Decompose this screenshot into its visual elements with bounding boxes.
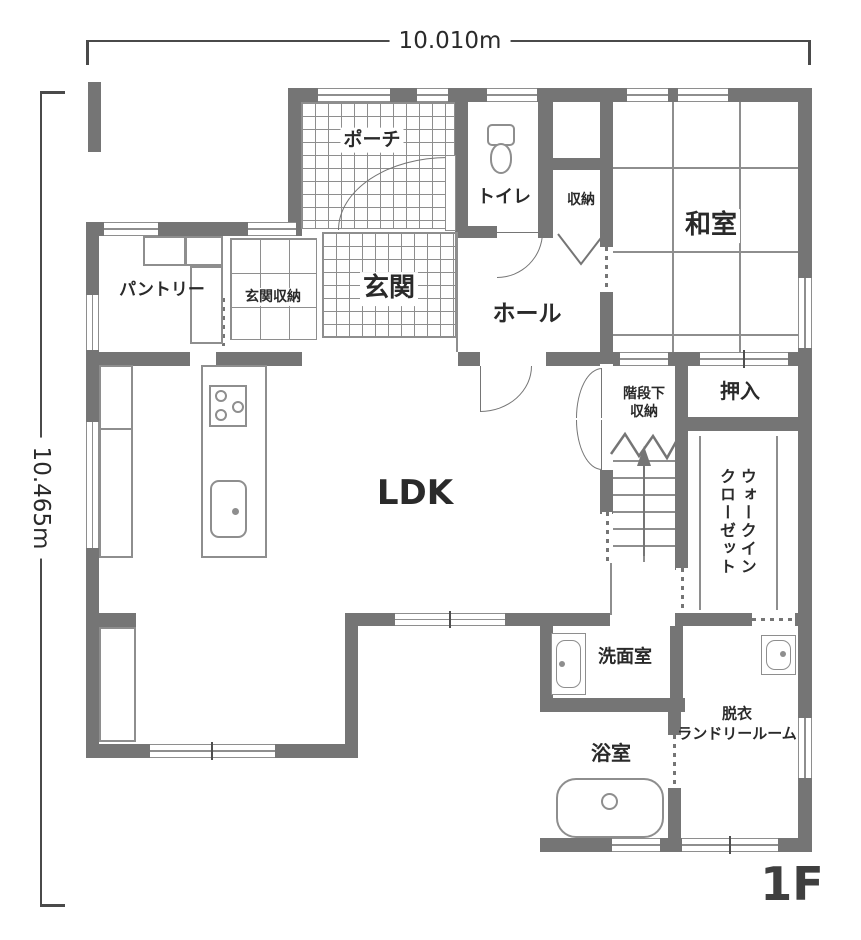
dimension-width-label: 10.010m xyxy=(389,28,511,54)
kitchen-sink-icon xyxy=(210,480,247,538)
wall-segment xyxy=(540,615,553,712)
room-label-hall: ホール xyxy=(492,301,562,328)
sliding-screen xyxy=(602,512,612,563)
window xyxy=(248,222,296,236)
room-label-washroom: 洗面室 xyxy=(598,646,652,668)
stove-burner xyxy=(215,390,227,402)
window xyxy=(318,88,390,102)
window xyxy=(86,422,99,548)
dimension-height-label: 10.465m xyxy=(28,437,54,559)
sliding-screen xyxy=(752,613,795,626)
sliding-screen xyxy=(219,298,228,346)
hanger-pipe-line xyxy=(776,436,778,610)
sliding-screen xyxy=(600,247,613,292)
room-label-storage: 収納 xyxy=(567,191,595,208)
partition-line xyxy=(456,232,458,352)
room-label-washitsu: 和室 xyxy=(681,209,741,243)
room-label-laundry: 脱衣 ランドリールーム xyxy=(677,704,797,743)
tatami-line xyxy=(613,251,798,253)
window xyxy=(86,295,99,350)
wall-segment xyxy=(540,698,685,712)
fold-door-icon xyxy=(557,233,605,266)
wall-segment xyxy=(86,613,136,627)
wall-segment xyxy=(600,102,613,364)
room-label-ldk: LDK xyxy=(376,472,454,513)
hanger-pipe-line xyxy=(699,436,701,610)
room-label-genkan-storage: 玄関収納 xyxy=(242,287,304,307)
pantry-shelf xyxy=(143,236,186,266)
closet-door-arc xyxy=(576,368,602,418)
door-swing-arc xyxy=(480,366,532,412)
faucet-dot xyxy=(780,651,786,657)
wall-segment xyxy=(553,158,612,170)
stove-burner xyxy=(232,401,244,413)
wall-segment xyxy=(455,102,468,238)
wic-label-line1: ウォークイン xyxy=(737,468,757,576)
wall-segment xyxy=(216,352,302,366)
kitchen-counter xyxy=(99,365,133,558)
wall-segment xyxy=(546,352,600,366)
wall-segment xyxy=(675,360,688,570)
door-swing-arc xyxy=(497,232,543,278)
window-tick xyxy=(743,350,745,368)
room-label-porch: ポーチ xyxy=(340,127,404,153)
toilet-bowl xyxy=(490,143,512,174)
faucet-dot xyxy=(232,508,239,515)
sliding-door xyxy=(620,352,668,366)
wall-segment xyxy=(538,102,553,238)
window-tick xyxy=(211,742,213,760)
closet-door-arc xyxy=(576,420,602,470)
wic-label-line2: クローゼット xyxy=(717,468,736,576)
window xyxy=(417,88,448,102)
room-label-genkan: 玄関 xyxy=(359,272,419,306)
pantry-shelf xyxy=(190,266,223,344)
bathtub-drain xyxy=(601,793,618,810)
folding-bath-door xyxy=(668,735,681,788)
room-label-toilet: トイレ xyxy=(477,186,531,208)
room-label-pantry: パントリー xyxy=(119,279,205,300)
wall-segment xyxy=(600,470,613,514)
window-tick xyxy=(449,611,451,628)
window-tick xyxy=(729,836,731,854)
floor-label: 1F xyxy=(760,857,824,911)
window xyxy=(627,88,668,102)
window xyxy=(487,88,537,102)
wall-segment xyxy=(88,82,101,152)
wall-segment xyxy=(345,613,358,758)
tatami-line xyxy=(672,102,674,352)
sliding-screen xyxy=(676,568,688,613)
wall-segment xyxy=(670,626,683,712)
dimension-cap xyxy=(808,40,811,65)
faucet-dot xyxy=(559,661,565,667)
window xyxy=(678,88,728,102)
genkan-step-line xyxy=(322,336,458,338)
wall-segment xyxy=(458,352,480,366)
dimension-cap xyxy=(40,91,65,94)
stove-burner xyxy=(215,409,227,421)
dimension-cap xyxy=(40,904,65,907)
room-label-under-stairs: 階段下 収納 xyxy=(623,385,665,420)
stairs-up-arrow-icon xyxy=(637,446,651,556)
laundry-basin xyxy=(766,640,791,670)
dimension-cap xyxy=(86,40,89,65)
partition-line xyxy=(610,563,612,615)
stair-break-line xyxy=(609,431,679,461)
room-label-wic: ウォークインクローゼット xyxy=(715,468,757,576)
cabinet xyxy=(99,627,136,742)
window xyxy=(798,718,812,778)
wall-segment xyxy=(455,226,497,238)
counter-divider xyxy=(99,428,133,430)
room-label-oshiire: 押入 xyxy=(720,379,760,403)
wall-segment xyxy=(675,417,798,431)
wall-segment xyxy=(86,352,190,366)
room-label-bathroom: 浴室 xyxy=(591,741,631,765)
tatami-line xyxy=(613,167,798,169)
tatami-line xyxy=(613,334,798,336)
window xyxy=(798,278,812,348)
pantry-shelf xyxy=(185,236,223,266)
window xyxy=(612,838,660,852)
window xyxy=(104,222,158,236)
wall-segment xyxy=(288,102,301,232)
entrance-door-leaf xyxy=(445,155,456,231)
